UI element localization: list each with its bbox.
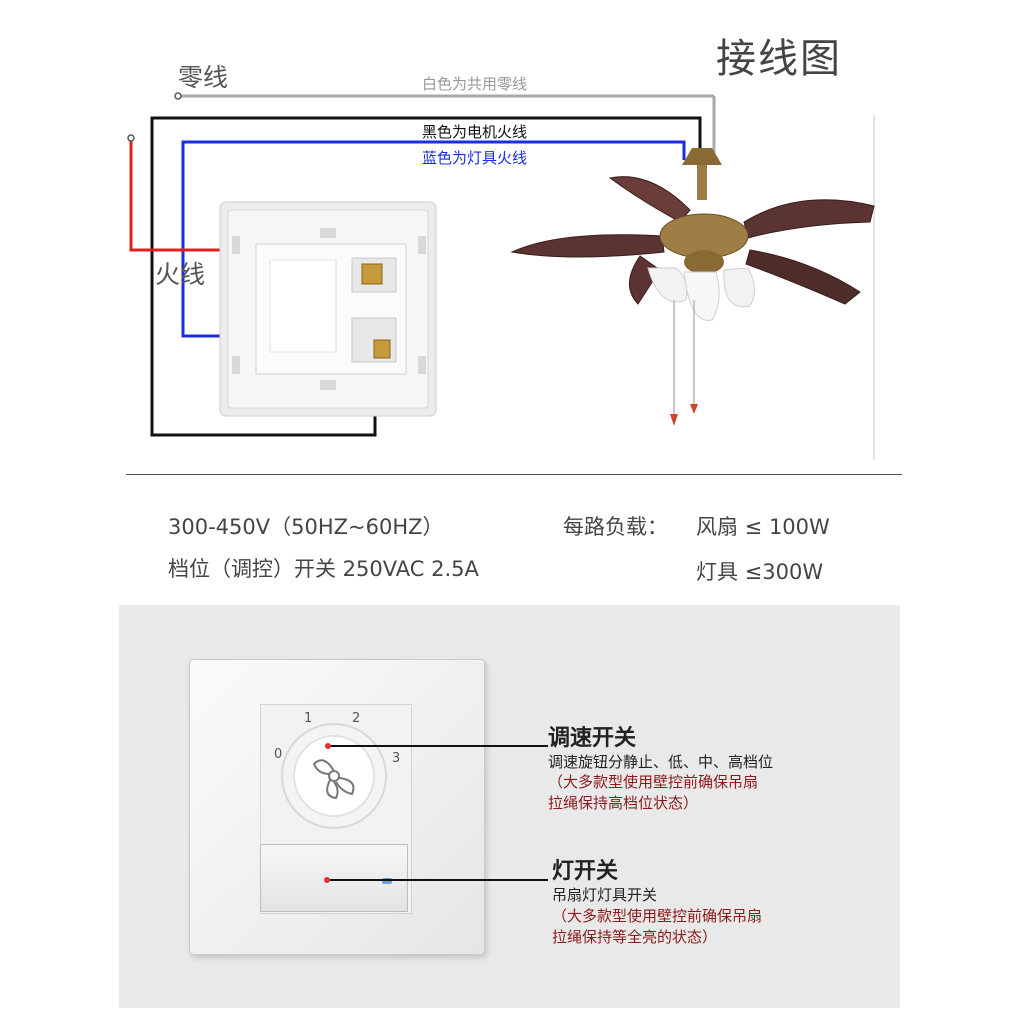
dial-mark-0: 0 (274, 747, 282, 762)
black-wire-note: 黑色为电机火线 (422, 123, 528, 141)
dial-mark-1: 1 (304, 711, 312, 726)
live-terminal (127, 134, 135, 142)
speed-switch-note-1: （大多款型使用壁控前确保吊扇 (548, 773, 759, 791)
light-switch-desc: 吊扇灯灯具开关 (552, 886, 658, 904)
live-label: 火线 (155, 260, 206, 289)
black-wire (150, 116, 702, 437)
lamp-load-spec: 灯具 ≤300W (696, 560, 824, 584)
light-switch-note-1: （大多款型使用壁控前确保吊扇 (552, 907, 763, 925)
speed-dial-area: 0 1 2 3 (274, 711, 400, 829)
rating-spec: 档位（调控）开关 250VAC 2.5A (168, 557, 479, 581)
load-label: 每路负载： (563, 515, 668, 539)
speed-switch-note-2: 拉绳保持高档位状态） (548, 794, 699, 812)
light-indicator (382, 878, 392, 884)
speed-dial-knob[interactable] (281, 723, 387, 829)
white-wire-note: 白色为共用零线 (422, 75, 528, 93)
dial-mark-2: 2 (352, 711, 360, 726)
blue-wire (181, 140, 686, 338)
ceiling-fan-image (510, 115, 875, 460)
section-divider (126, 474, 902, 475)
page-title: 接线图 (716, 36, 842, 82)
light-switch-title: 灯开关 (552, 859, 619, 884)
switch-back-image (219, 201, 437, 417)
speed-switch-title: 调速开关 (548, 726, 637, 751)
neutral-label: 零线 (178, 63, 229, 92)
blue-wire-note: 蓝色为灯具火线 (422, 149, 528, 167)
fan-icon (312, 759, 355, 800)
voltage-spec: 300-450V（50HZ~60HZ） (168, 515, 444, 539)
dial-mark-3: 3 (392, 751, 400, 766)
speed-dial-marker (325, 743, 331, 749)
fan-load-spec: 风扇 ≤ 100W (696, 515, 830, 539)
neutral-terminal (174, 92, 182, 100)
red-wire (129, 140, 236, 252)
speed-switch-desc: 调速旋钮分静止、低、中、高档位 (548, 753, 774, 771)
wiring-diagram (127, 92, 875, 460)
light-switch-note-2: 拉绳保持等全亮的状态） (552, 928, 718, 946)
